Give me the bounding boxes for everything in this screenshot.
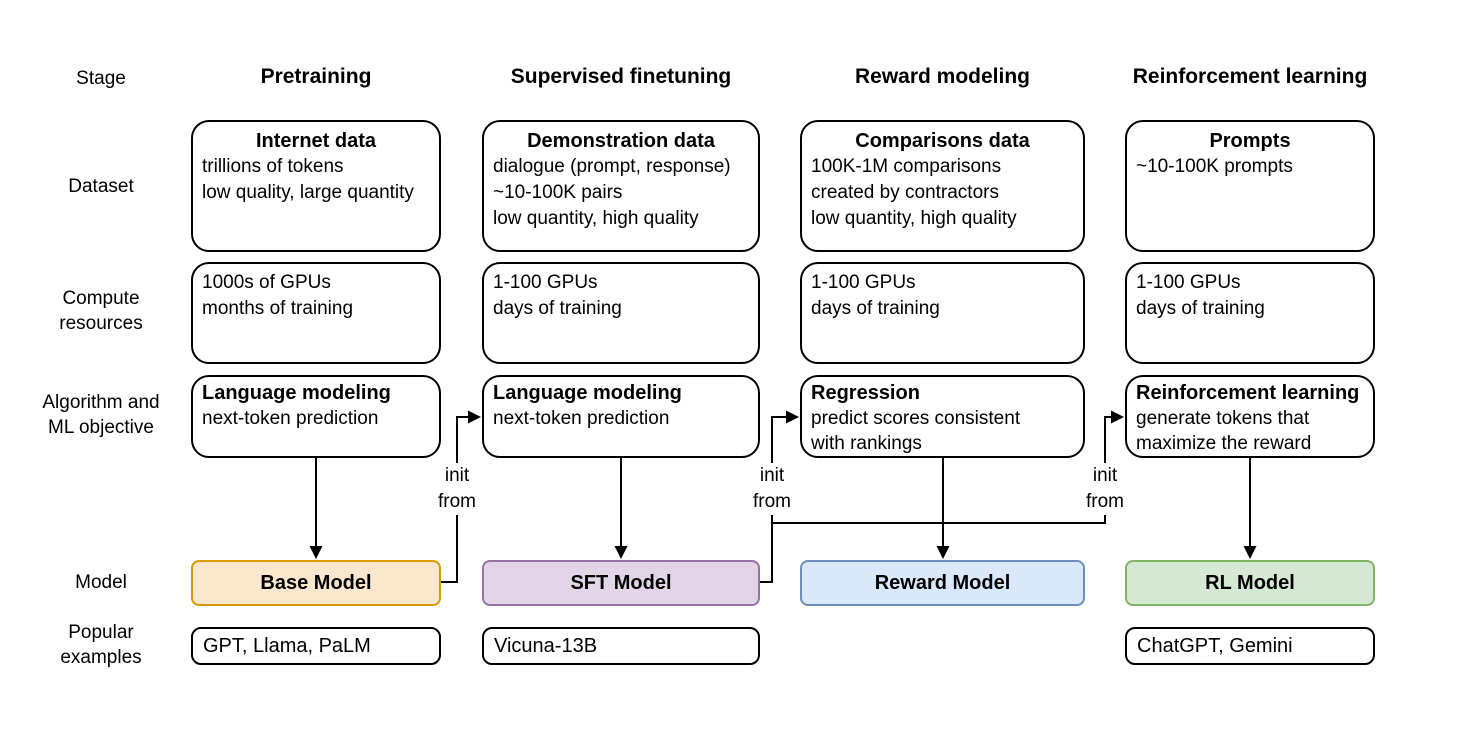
algorithm-box-pretraining: Language modeling next-token prediction	[191, 375, 441, 458]
compute-box-sft: 1-100 GPUs days of training	[482, 262, 760, 364]
row-label-compute: Compute resources	[59, 288, 143, 334]
algorithm-box-rl: Reinforcement learning generate tokens t…	[1125, 375, 1375, 458]
stage-header-pretraining: Pretraining	[260, 65, 372, 88]
base-model-box: Base Model	[191, 560, 441, 606]
dataset-box-pretraining: Internet data trillions of tokens low qu…	[191, 120, 441, 252]
init-from-label-sft-to-rl: init from	[1076, 463, 1134, 515]
arrowhead-base-to-sft	[468, 410, 481, 424]
arrowhead-sft-to-regression	[786, 410, 799, 424]
examples-box-pretraining: GPT, Llama, PaLM	[191, 627, 441, 665]
row-label-algorithm: Algorithm and ML objective	[42, 392, 160, 438]
examples-box-rl: ChatGPT, Gemini	[1125, 627, 1375, 665]
arrowhead-rl-model	[1243, 546, 1257, 559]
reward-model-box: Reward Model	[800, 560, 1085, 606]
compute-box-reward: 1-100 GPUs days of training	[800, 262, 1085, 364]
dataset-box-reward: Comparisons data 100K-1M comparisons cre…	[800, 120, 1085, 252]
row-label-model: Model	[75, 572, 127, 593]
examples-box-sft: Vicuna-13B	[482, 627, 760, 665]
algorithm-box-sft: Language modeling next-token prediction	[482, 375, 760, 458]
init-from-label-sft-to-regression: init from	[743, 463, 801, 515]
compute-box-rl: 1-100 GPUs days of training	[1125, 262, 1375, 364]
dataset-box-sft: Demonstration data dialogue (prompt, res…	[482, 120, 760, 252]
arrowhead-base-model	[309, 546, 323, 559]
stage-header-supervised-finetuning: Supervised finetuning	[510, 65, 732, 88]
arrowhead-reward-model	[936, 546, 950, 559]
sft-model-box: SFT Model	[482, 560, 760, 606]
dataset-box-rl: Prompts ~10-100K prompts	[1125, 120, 1375, 252]
stage-header-reward-modeling: Reward modeling	[854, 65, 1031, 88]
row-label-examples: Popular examples	[60, 622, 142, 668]
algorithm-box-reward: Regression predict scores consistent wit…	[800, 375, 1085, 458]
rl-model-box: RL Model	[1125, 560, 1375, 606]
stage-header-reinforcement-learning: Reinforcement learning	[1132, 65, 1368, 88]
row-label-stage: Stage	[76, 68, 126, 89]
init-from-label-base-to-sft: init from	[428, 463, 486, 515]
arrowhead-sft-model	[614, 546, 628, 559]
compute-box-pretraining: 1000s of GPUs months of training	[191, 262, 441, 364]
arrowhead-sft-to-rl	[1111, 410, 1124, 424]
row-label-dataset: Dataset	[68, 176, 134, 197]
